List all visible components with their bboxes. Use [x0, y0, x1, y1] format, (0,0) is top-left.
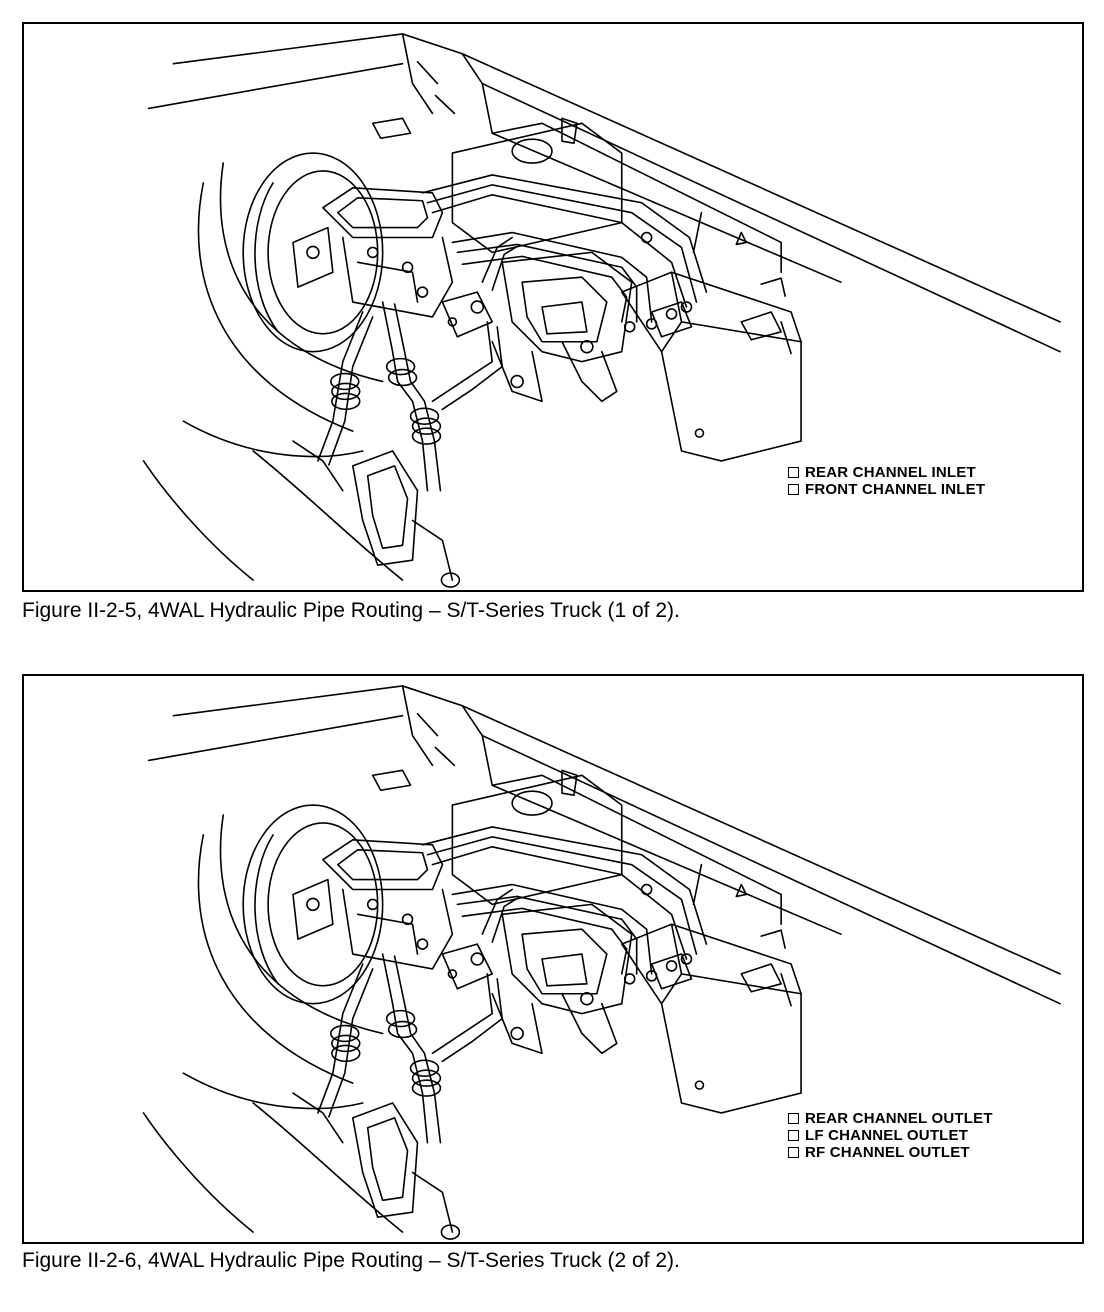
legend-label: FRONT CHANNEL INLET	[805, 481, 986, 498]
legend-item: RF CHANNEL OUTLET	[788, 1144, 993, 1161]
legend-box: REAR CHANNEL OUTLET LF CHANNEL OUTLET RF…	[788, 1110, 993, 1161]
legend-item: REAR CHANNEL INLET	[788, 464, 985, 481]
figure-caption: Figure II-2-5, 4WAL Hydraulic Pipe Routi…	[22, 599, 680, 622]
legend-item: REAR CHANNEL OUTLET	[788, 1110, 993, 1127]
legend-item: FRONT CHANNEL INLET	[788, 481, 985, 498]
legend-swatch	[788, 484, 799, 495]
legend-swatch	[788, 467, 799, 478]
legend-swatch	[788, 1147, 799, 1158]
legend-box: REAR CHANNEL INLET FRONT CHANNEL INLET	[788, 464, 985, 498]
legend-item: LF CHANNEL OUTLET	[788, 1127, 993, 1144]
legend-label: REAR CHANNEL INLET	[805, 464, 976, 481]
figure-panel-1: REAR CHANNEL INLET FRONT CHANNEL INLET	[22, 22, 1084, 592]
figure-panel-2: REAR CHANNEL OUTLET LF CHANNEL OUTLET RF…	[22, 674, 1084, 1244]
legend-label: REAR CHANNEL OUTLET	[805, 1110, 993, 1127]
legend-label: LF CHANNEL OUTLET	[805, 1127, 969, 1144]
legend-swatch	[788, 1113, 799, 1124]
legend-label: RF CHANNEL OUTLET	[805, 1144, 970, 1161]
figure-caption: Figure II-2-6, 4WAL Hydraulic Pipe Routi…	[22, 1249, 680, 1272]
engine-bay-illustration	[142, 33, 1061, 588]
legend-swatch	[788, 1130, 799, 1141]
